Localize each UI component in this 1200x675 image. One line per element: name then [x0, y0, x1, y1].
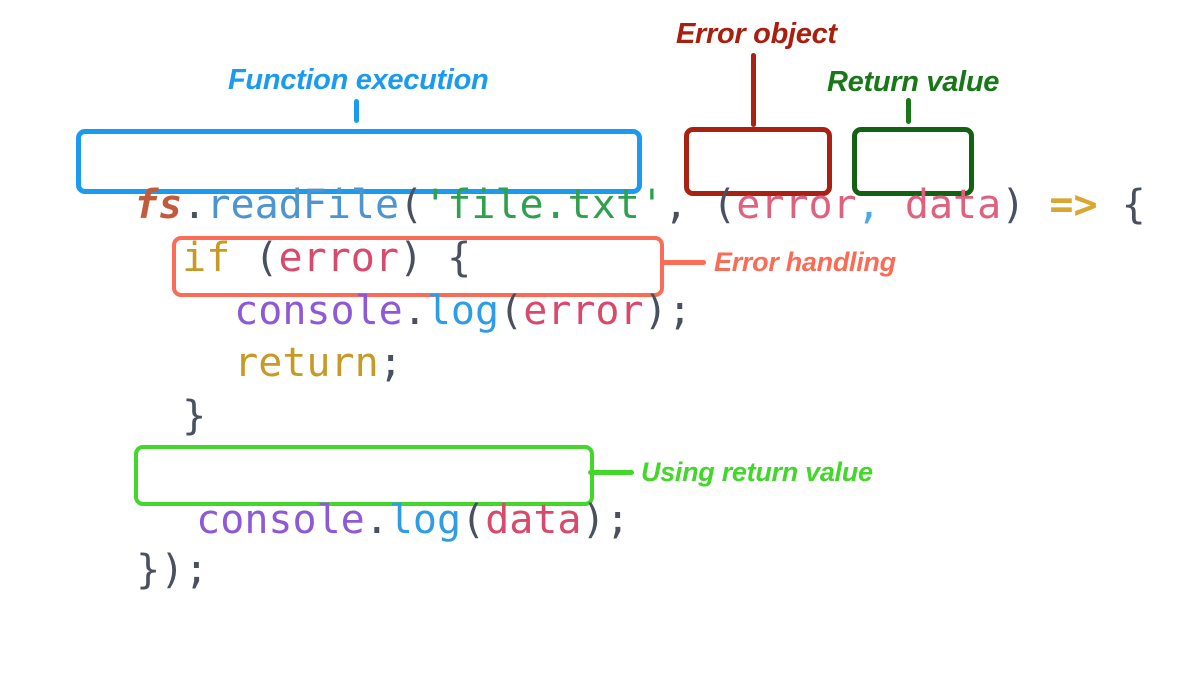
code-token-var-error: error [523, 288, 644, 334]
code-token-var-error: error [278, 235, 399, 281]
code-token-console: console [234, 288, 403, 334]
code-token-arrow: => [1049, 182, 1122, 228]
code-token-log: log [426, 288, 500, 334]
code-token-paren: ( [499, 288, 524, 334]
code-token-paren: ( [712, 182, 737, 228]
highlight-box-using-return-value [134, 445, 594, 506]
code-token-keyword-if: if [182, 235, 231, 281]
code-token-dot: . [402, 288, 427, 334]
code-line-2: if (error) { [134, 186, 471, 282]
annotation-return-value: Return value [827, 66, 1000, 98]
code-token-paren: ( [230, 235, 279, 281]
connector-function-execution-line [354, 99, 359, 123]
code-token-module-fs: fs [134, 182, 183, 228]
code-token-param-error: error [736, 182, 857, 228]
code-token-comma: , [664, 182, 713, 228]
code-token-string-filename: 'file.txt' [423, 182, 665, 228]
code-token-brace: { [447, 235, 472, 281]
code-token-brace: } [182, 393, 207, 439]
code-token-keyword-return: return [234, 340, 379, 386]
connector-error-object-line [751, 53, 756, 127]
connector-return-value-line [906, 98, 911, 124]
code-token-closing: }); [136, 547, 209, 593]
code-token-var-data: data [485, 497, 582, 543]
code-token-semicolon: ; [378, 340, 403, 386]
code-token-brace: { [1121, 182, 1146, 228]
code-line-1: fs.readFile('file.txt', (error, data) =>… [86, 133, 1146, 229]
code-token-comma: , [856, 182, 905, 228]
code-token-paren: ( [399, 182, 424, 228]
code-token-paren: ( [461, 497, 486, 543]
code-line-3: console.log(error); [186, 239, 692, 335]
code-line-5: } [134, 344, 206, 440]
code-token-param-data: data [904, 182, 1002, 228]
code-token-paren-semi: ); [643, 288, 692, 334]
annotation-error-handling: Error handling [714, 247, 896, 277]
code-token-console: console [196, 497, 365, 543]
code-token-method-readfile: readFile [206, 182, 400, 228]
highlight-box-function-execution [76, 129, 642, 194]
code-token-paren: ) [398, 235, 448, 281]
annotation-using-return-value: Using return value [641, 457, 873, 487]
highlight-box-return-value [852, 127, 974, 196]
code-token-dot: . [182, 182, 207, 228]
connector-error-handling-dash [660, 260, 706, 265]
annotation-error-object: Error object [676, 18, 837, 50]
code-token-log: log [388, 497, 462, 543]
code-line-6: console.log(data); [148, 448, 630, 544]
code-token-paren: ) [1001, 182, 1050, 228]
highlight-box-error-object [684, 127, 832, 196]
annotation-function-execution: Function execution [228, 64, 489, 96]
code-line-7: }); [88, 498, 208, 594]
code-token-paren-semi: ); [581, 497, 630, 543]
code-token-dot: . [364, 497, 389, 543]
connector-using-return-value-dash [588, 470, 634, 475]
highlight-box-error-handling [172, 236, 664, 297]
code-line-4: return; [186, 291, 403, 387]
